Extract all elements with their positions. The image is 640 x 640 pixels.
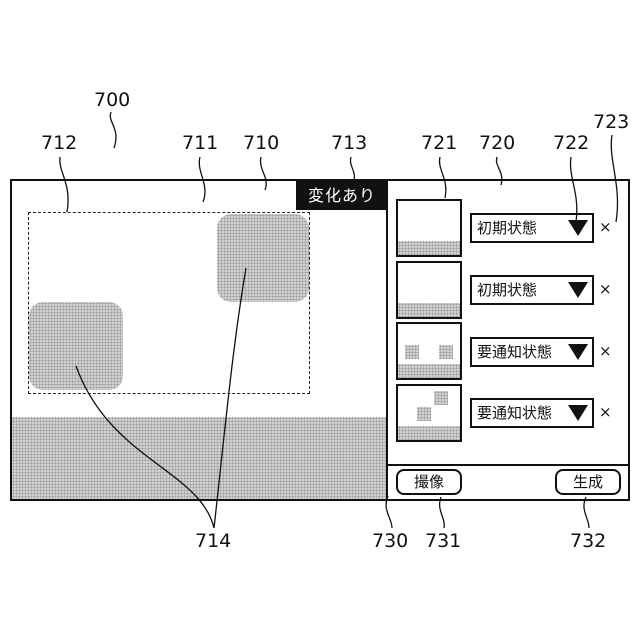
leader-710 [261, 157, 267, 190]
leader-723 [611, 135, 617, 222]
leader-722 [571, 157, 577, 222]
leader-713 [350, 157, 354, 183]
leader-700 [110, 112, 116, 148]
leader-714 [76, 366, 214, 528]
leader-714 [214, 268, 246, 528]
leader-720 [496, 157, 501, 185]
leader-711 [199, 157, 205, 202]
leader-732 [584, 497, 589, 528]
leader-721 [440, 157, 446, 198]
leader-730 [386, 496, 392, 528]
leader-712 [60, 157, 68, 212]
leader-731 [440, 497, 445, 528]
